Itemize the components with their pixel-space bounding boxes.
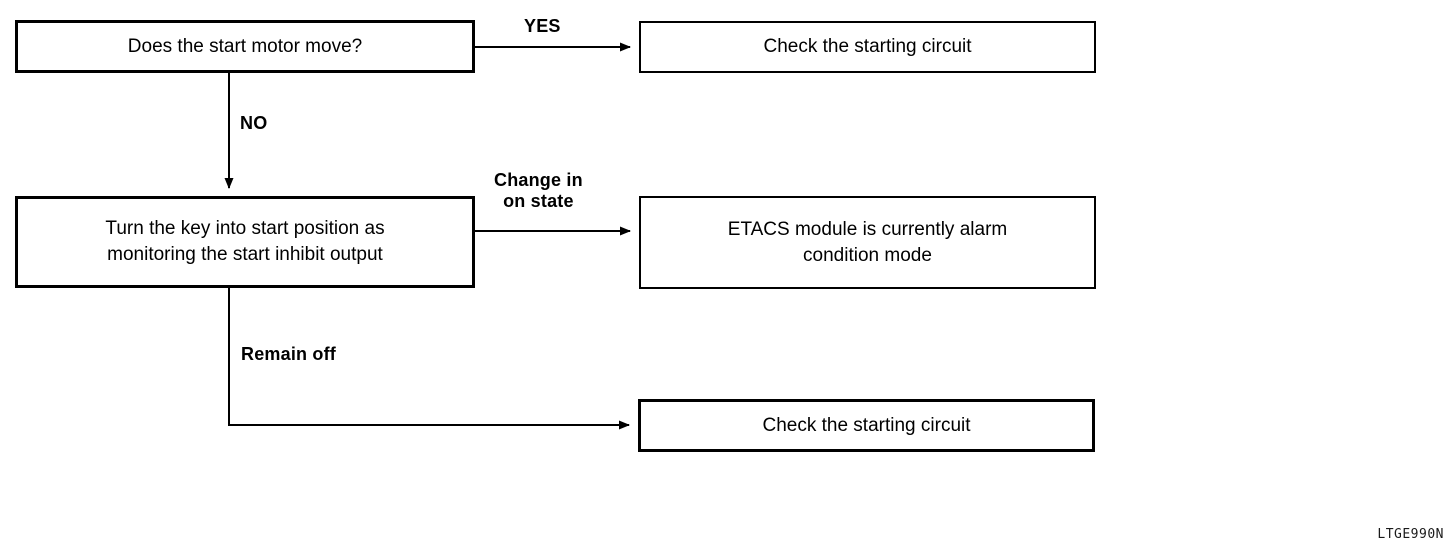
node-check-the-starting-circuit-yes: Check the starting circuit: [639, 21, 1096, 73]
edge-label-remain-off: Remain off: [241, 344, 337, 364]
node-does-the-start-motor-move: Does the start motor move?: [15, 20, 475, 73]
diagram-reference-code: LTGE990N: [1377, 527, 1444, 542]
edge-label-no: NO: [240, 113, 268, 133]
node-turn-the-key-into-start-position: Turn the key into start position as moni…: [15, 196, 475, 288]
edge-label-yes: YES: [524, 16, 561, 36]
edge-label-change-in-on-state: Change in on state: [494, 170, 583, 212]
node-check-the-starting-circuit-remain-off: Check the starting circuit: [638, 399, 1095, 452]
node-etacs-module-alarm-condition: ETACS module is currently alarm conditio…: [639, 196, 1096, 289]
